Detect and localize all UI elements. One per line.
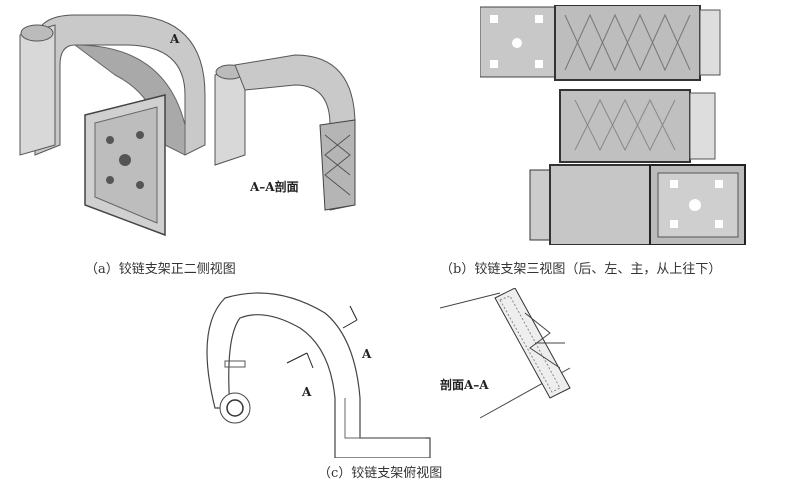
section-view-drawing xyxy=(440,288,571,419)
section-label-a: A–A剖面 xyxy=(250,180,299,194)
section-marker-c-1: A xyxy=(362,347,372,361)
front-view xyxy=(529,164,746,245)
section-label-c: 剖面A–A xyxy=(440,378,489,392)
caption-a: （a）铰链支架正二侧视图 xyxy=(85,262,236,277)
top-view-drawing xyxy=(206,292,431,458)
left-view xyxy=(559,89,716,163)
caption-c: （c）铰链支架俯视图 xyxy=(318,466,443,481)
section-marker-a: A xyxy=(170,32,180,46)
isometric-view-full xyxy=(19,14,206,237)
isometric-view-section xyxy=(214,54,356,211)
section-marker-c-2: A xyxy=(302,385,312,399)
back-view xyxy=(480,5,721,81)
caption-b: （b）铰链支架三视图（后、左、主，从上往下） xyxy=(440,262,722,277)
three-views xyxy=(480,5,746,245)
